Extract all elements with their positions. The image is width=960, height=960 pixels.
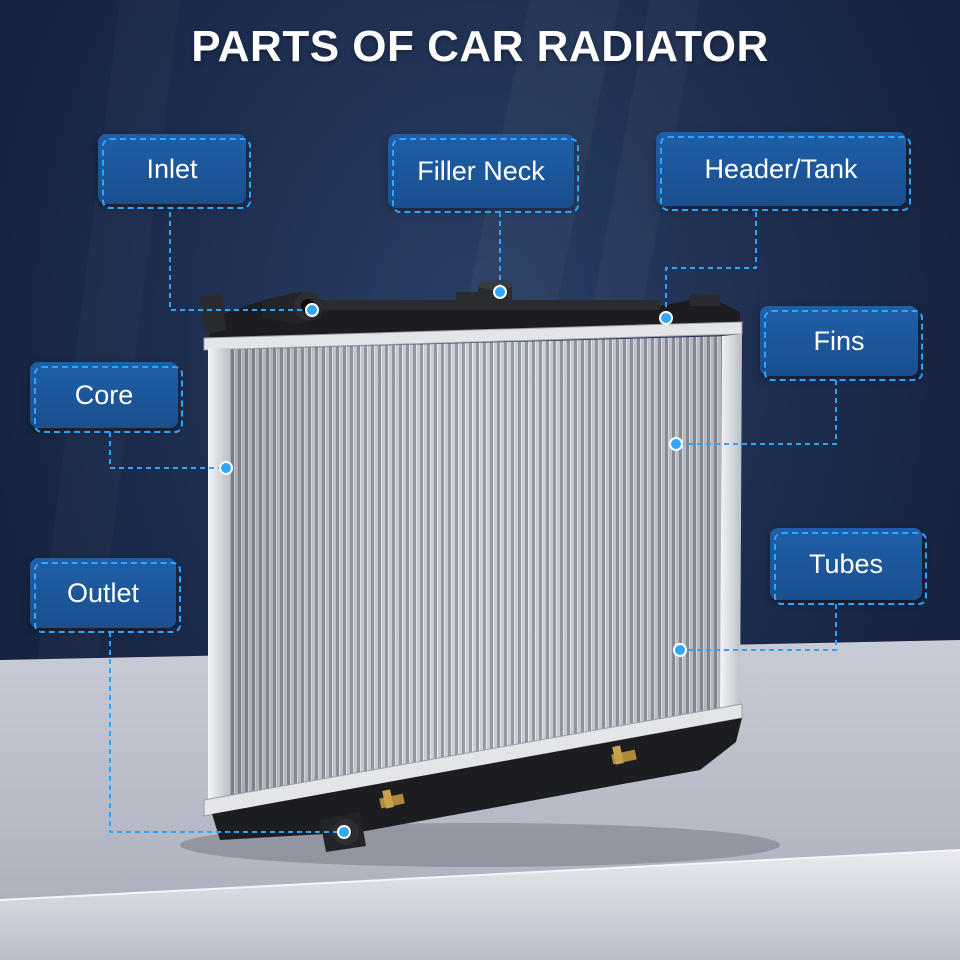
outlet-marker bbox=[337, 825, 351, 839]
inlet-leader bbox=[169, 212, 312, 311]
header-tank-leader bbox=[665, 212, 757, 318]
inlet-marker bbox=[305, 303, 319, 317]
outlet-leader bbox=[109, 632, 344, 833]
diagram-title: PARTS OF CAR RADIATOR bbox=[191, 22, 769, 71]
table-edge bbox=[0, 850, 960, 960]
tubes-leader bbox=[680, 604, 837, 651]
header-tank-marker bbox=[659, 311, 673, 325]
fins-marker bbox=[669, 437, 683, 451]
label-tubes: Tubes bbox=[770, 528, 927, 605]
label-outlet: Outlet bbox=[30, 558, 181, 633]
label-core: Core bbox=[30, 362, 183, 433]
label-inlet: Inlet bbox=[98, 134, 251, 209]
fins-leader bbox=[676, 380, 837, 445]
core-marker bbox=[219, 461, 233, 475]
label-filler-neck: Filler Neck bbox=[388, 134, 579, 213]
filler-neck-marker bbox=[493, 285, 507, 299]
right-side-bar bbox=[720, 334, 742, 716]
label-header-tank: Header/Tank bbox=[656, 132, 911, 211]
tubes-marker bbox=[673, 643, 687, 657]
bottom-tank bbox=[212, 718, 742, 840]
core-leader bbox=[109, 432, 226, 469]
label-fins: Fins bbox=[760, 306, 923, 381]
